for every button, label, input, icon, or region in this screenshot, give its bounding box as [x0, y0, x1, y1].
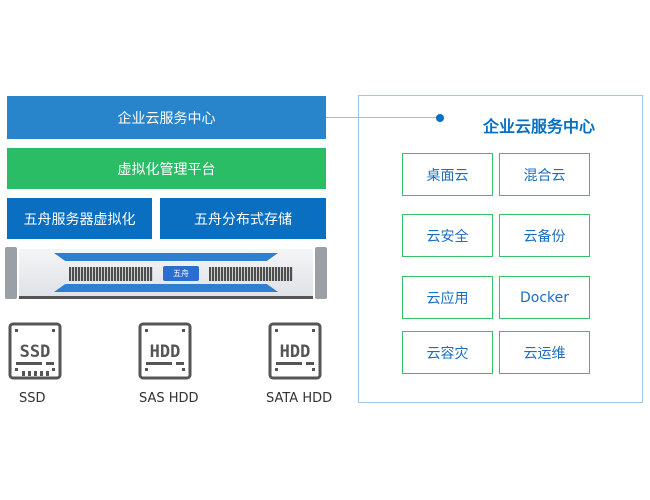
svg-text:HDD: HDD — [280, 342, 311, 362]
server-image: 五舟 — [5, 247, 327, 301]
service-box: 云安全 — [402, 214, 493, 257]
panel-title: 企业云服务中心 — [483, 117, 596, 136]
svg-text:HDD: HDD — [150, 342, 181, 362]
hdd-icon: HDD — [138, 322, 192, 380]
rack-ear-left — [5, 247, 17, 299]
drive-label: SAS HDD — [139, 391, 199, 406]
cloud-center-layer: 企业云服务中心 — [7, 96, 326, 139]
service-box: 云备份 — [499, 214, 590, 257]
cloud-service-panel — [358, 95, 643, 403]
server-virt-layer: 五舟服务器虚拟化 — [7, 198, 152, 239]
service-box: 混合云 — [499, 153, 590, 196]
drive-label: SATA HDD — [266, 391, 333, 406]
service-box: Docker — [499, 276, 590, 319]
hdd-icon: HDD — [268, 322, 322, 380]
drive-label: SSD — [19, 391, 46, 406]
ssd-icon: SSD — [8, 322, 62, 380]
service-box: 云应用 — [402, 276, 493, 319]
rack-ear-right — [315, 247, 327, 299]
svg-text:SSD: SSD — [20, 342, 51, 362]
connector-dot — [436, 114, 444, 122]
service-box: 云容灾 — [402, 331, 493, 374]
service-box: 桌面云 — [402, 153, 493, 196]
server-logo: 五舟 — [163, 266, 199, 281]
dist-storage-layer: 五舟分布式存储 — [160, 198, 326, 239]
server-front-panel: 五舟 — [19, 249, 313, 299]
connector-line — [326, 117, 440, 118]
service-box: 云运维 — [499, 331, 590, 374]
virt-platform-layer: 虚拟化管理平台 — [7, 148, 326, 189]
